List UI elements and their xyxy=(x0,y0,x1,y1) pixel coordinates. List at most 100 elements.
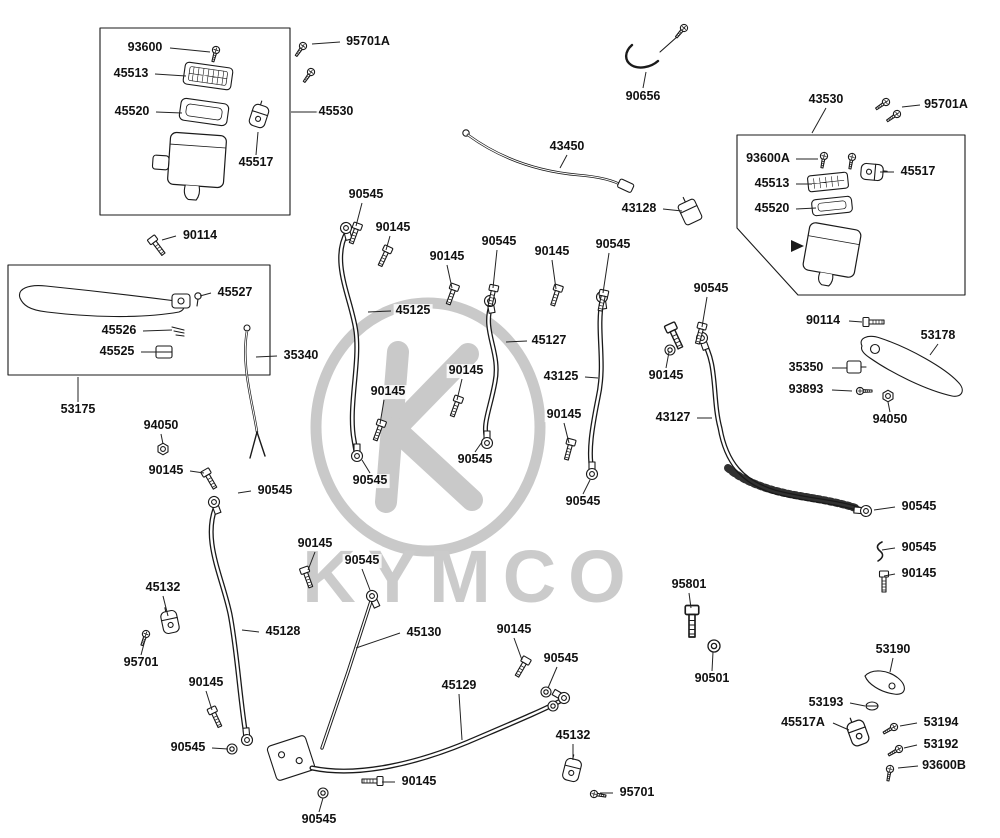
piece-45525 xyxy=(155,345,173,359)
leader-line xyxy=(237,490,252,494)
leader-line xyxy=(255,131,259,156)
leader-line xyxy=(899,722,918,727)
clamp-45517a xyxy=(843,713,872,748)
leader-line xyxy=(161,235,177,241)
leader-line xyxy=(849,702,866,707)
leader-line xyxy=(811,107,827,134)
reservoir-body xyxy=(151,131,227,201)
leader-line xyxy=(848,320,863,323)
leader-line xyxy=(307,551,316,571)
leader-line xyxy=(897,765,919,769)
leader-line xyxy=(458,693,463,741)
master-cylinder-body xyxy=(802,222,862,287)
connector-43128 xyxy=(677,196,703,226)
screw-93600b xyxy=(883,764,895,782)
leader-line xyxy=(584,376,599,379)
wire-clip-90656 xyxy=(625,22,690,69)
leader-line xyxy=(162,595,169,617)
leader-line xyxy=(505,340,528,343)
leader-line xyxy=(311,41,341,45)
screw-93893 xyxy=(855,386,873,396)
leader-line xyxy=(446,264,453,289)
leader-line xyxy=(701,296,708,328)
adjuster-45526 xyxy=(171,326,185,337)
leader-line xyxy=(665,351,670,369)
brake-lever-left xyxy=(18,285,185,318)
bolt-90114-left xyxy=(146,234,168,258)
screw-53192 xyxy=(886,743,905,759)
leader-line xyxy=(199,292,212,297)
perforated-plate xyxy=(182,61,234,91)
screw-95701-bottom xyxy=(589,789,607,801)
leader-line xyxy=(361,459,371,474)
leader-line xyxy=(831,389,853,392)
hose-45129 xyxy=(309,686,573,774)
leader-line xyxy=(189,470,205,474)
leader-line xyxy=(355,202,363,227)
leader-line xyxy=(205,690,213,711)
leader-line xyxy=(255,355,278,358)
leader-line xyxy=(547,666,558,689)
leader-line xyxy=(474,441,483,453)
connector-35350 xyxy=(846,360,867,374)
leader-line xyxy=(881,547,896,551)
screw-95701a-2 xyxy=(300,66,317,85)
clip-90545-right xyxy=(876,541,884,562)
pipe-45130 xyxy=(320,588,383,750)
leader-line xyxy=(513,637,523,661)
leader-line xyxy=(582,479,591,495)
pivot-pin-45527 xyxy=(194,292,202,307)
screw-95701a-3 xyxy=(873,96,892,113)
leader-line xyxy=(355,632,401,649)
leader-line xyxy=(903,744,918,749)
leader-line xyxy=(492,249,498,289)
leader-line xyxy=(160,433,164,445)
kymco-watermark-text: KYMCO xyxy=(302,535,637,618)
cable-43450 xyxy=(462,129,635,193)
leader-line xyxy=(889,657,894,673)
leader-line xyxy=(642,71,647,89)
leader-line xyxy=(602,252,610,294)
pointer-arrow xyxy=(791,240,804,252)
leader-line xyxy=(211,747,229,750)
screw-95701-left xyxy=(137,628,152,648)
hose-45127 xyxy=(480,294,499,450)
leader-line xyxy=(711,651,714,672)
washer-90501 xyxy=(707,639,721,653)
leader-lines xyxy=(77,41,939,813)
leader-line xyxy=(887,401,891,413)
screw-95701a-1 xyxy=(292,40,309,59)
leader-line xyxy=(154,73,187,77)
hose-43125 xyxy=(585,290,610,481)
perforated-plate xyxy=(807,171,849,193)
leader-line xyxy=(662,208,683,212)
leader-line xyxy=(385,235,391,251)
leader-line xyxy=(832,722,850,731)
hose-35340 xyxy=(243,324,266,459)
leader-line xyxy=(456,378,463,401)
leader-line xyxy=(688,592,692,609)
leader-line xyxy=(563,422,570,444)
kymco-watermark: KYMCO xyxy=(302,297,637,618)
piece-53193 xyxy=(865,701,879,711)
rear-master-cylinder-box xyxy=(736,134,966,296)
bolt-90114-right xyxy=(862,316,885,328)
leader-line xyxy=(318,797,324,813)
brake-lever-right xyxy=(860,335,963,397)
leader-line xyxy=(241,629,260,633)
leader-line xyxy=(929,343,939,356)
leader-line xyxy=(169,47,211,53)
front-master-cylinder-box xyxy=(99,27,291,216)
leader-line xyxy=(901,104,921,108)
leader-line xyxy=(883,573,896,577)
leader-line xyxy=(361,568,371,591)
leader-line xyxy=(551,259,557,290)
nut-94050-left xyxy=(157,442,169,456)
leader-line xyxy=(873,506,896,511)
leader-line xyxy=(795,207,817,210)
nut-94050-right xyxy=(882,389,894,403)
parking-lever-53190 xyxy=(864,670,905,695)
hose-43127 xyxy=(694,330,873,518)
